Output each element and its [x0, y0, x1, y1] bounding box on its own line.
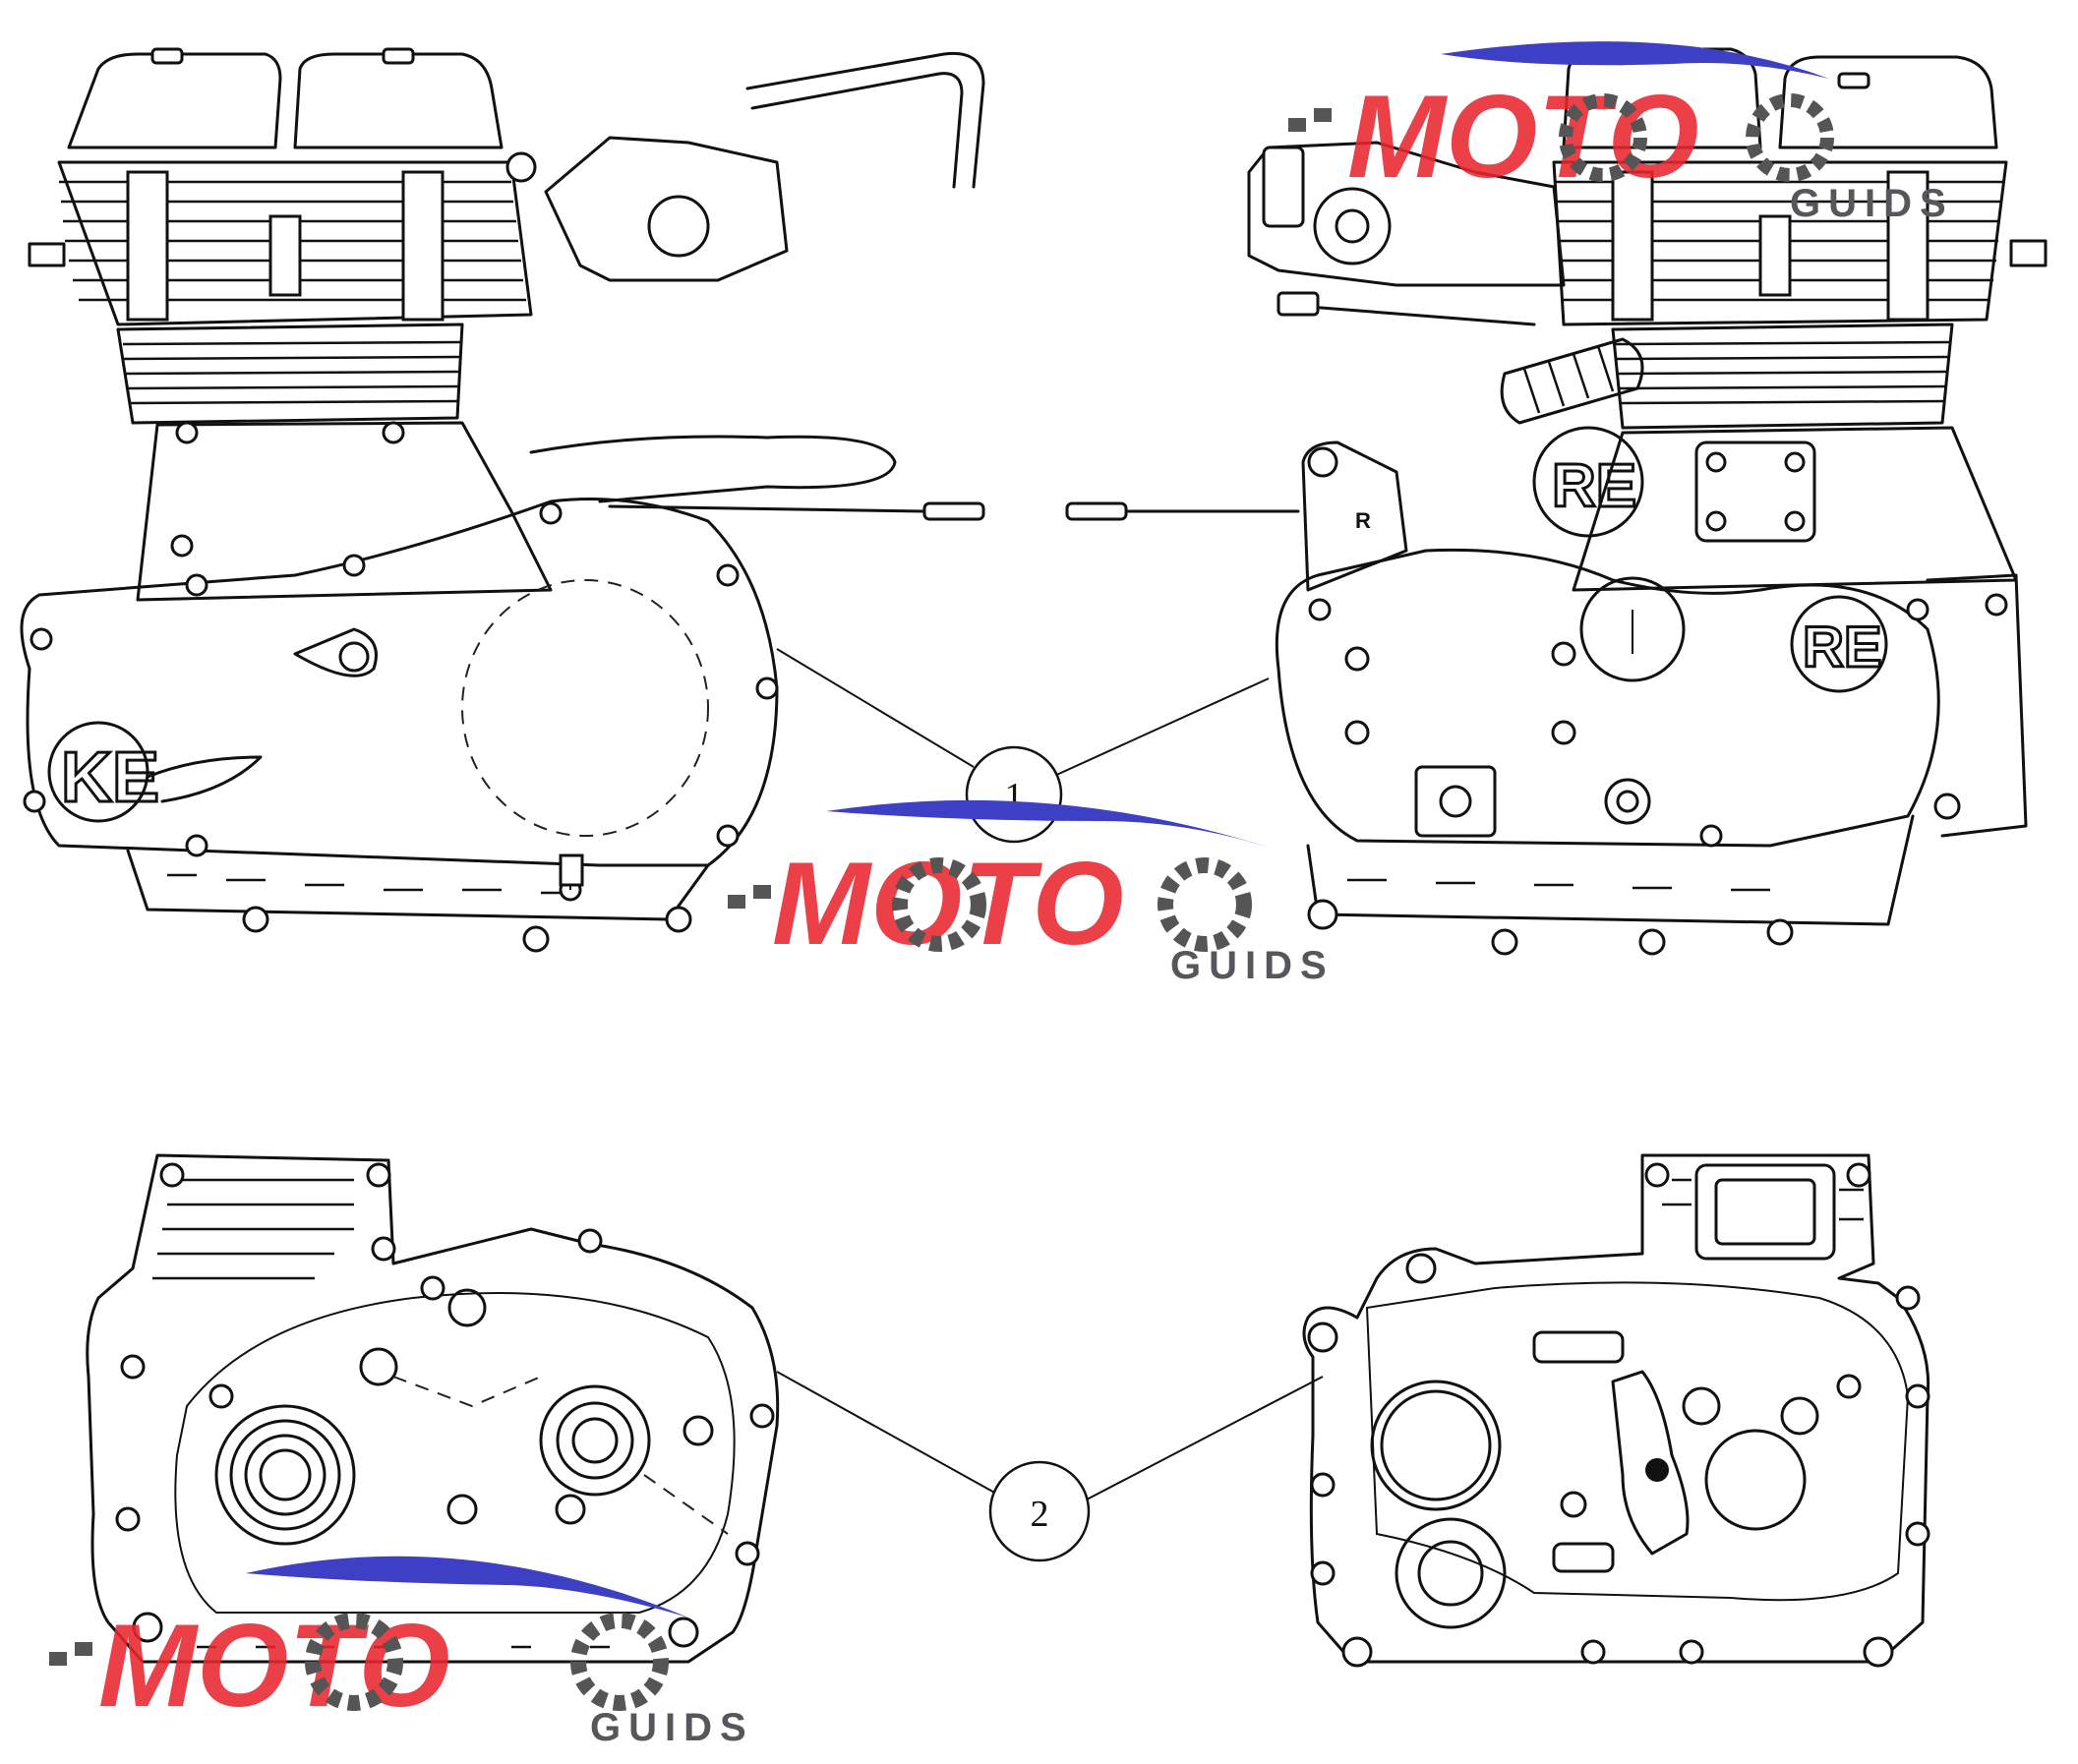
engine-left-side-view: KE — [20, 47, 985, 953]
watermark-2-brand: MOTO — [772, 838, 1124, 970]
watermark-2-sub: GUIDS — [1170, 944, 1335, 987]
watermark-1-sub: GUIDS — [1790, 182, 1954, 225]
watermark-logo-2: MOTO GUIDS — [728, 799, 1335, 987]
crankcase-right-half — [1302, 1153, 1930, 1668]
crank-cover-logo: RE — [1803, 616, 1882, 679]
watermark-logo-1: MOTO GUIDS — [1288, 41, 1954, 225]
left-cover-logo: KE — [61, 738, 159, 817]
engine-right-side-view: RE R RE — [1065, 47, 2048, 956]
watermark-3-sub: GUIDS — [590, 1706, 754, 1749]
watermark-1-brand: MOTO — [1347, 71, 1699, 203]
callout-2: 2 — [776, 1371, 1324, 1562]
watermark-logo-3: MOTO GUIDS — [49, 1556, 754, 1749]
callout-2-label: 2 — [1031, 1494, 1049, 1535]
crankcase-left-half — [86, 1153, 780, 1664]
timing-cover-logo: RE — [1552, 452, 1636, 520]
case-mark: R — [1355, 508, 1371, 533]
